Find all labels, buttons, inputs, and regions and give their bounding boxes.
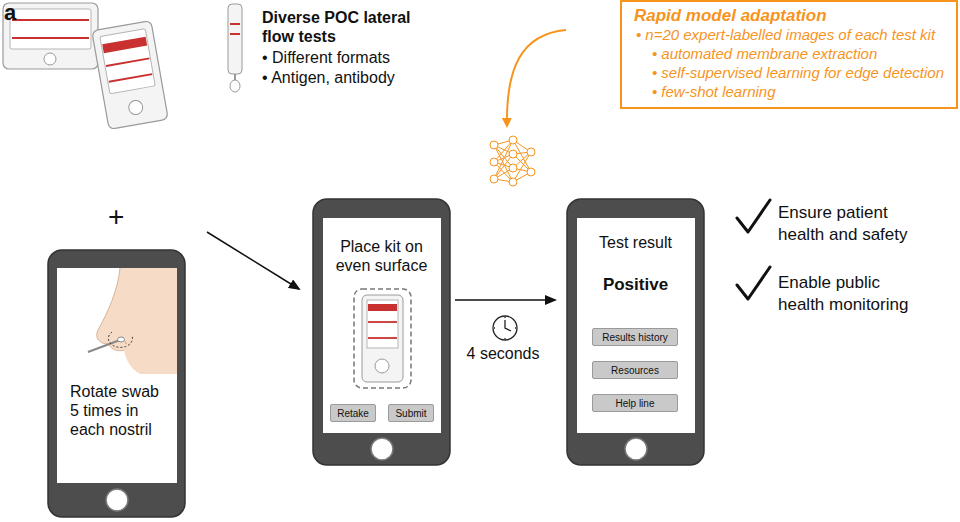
test-cassette-tilted — [92, 21, 168, 130]
bullet-text: • Different formats — [262, 48, 390, 67]
app-button: Retake — [330, 404, 376, 422]
adaptation-arrow — [507, 30, 566, 126]
benefit-text: Enable public health monitoring — [778, 272, 913, 316]
button-label: Submit — [395, 408, 426, 419]
app-button: Submit — [388, 404, 434, 422]
screen-text: Rotate swab 5 times in each nostril — [70, 382, 170, 440]
kit-in-frame — [354, 289, 411, 388]
app-button: Help line — [592, 394, 678, 412]
phone-body — [48, 199, 704, 517]
bullet-text: • Antigen, antibody — [262, 68, 395, 87]
bullet-text: • self-supervised learning for edge dete… — [652, 64, 944, 83]
plus-sign: + — [108, 200, 124, 234]
flow-arrow — [207, 232, 299, 289]
nose-swab-illustration — [88, 268, 177, 374]
button-label: Resources — [611, 365, 659, 376]
heading-text: Diverse POC lateral flow tests — [262, 8, 432, 46]
time-label: 4 seconds — [465, 344, 542, 363]
neural-network-icon — [490, 136, 535, 186]
app-button: Resources — [592, 361, 678, 379]
clock-icon — [493, 316, 517, 340]
button-label: Results history — [602, 332, 668, 343]
adaptation-box: Rapid model adaptation• n=20 expert-labe… — [620, 0, 958, 109]
screen-text: Test result — [577, 233, 694, 252]
button-label: Help line — [616, 398, 655, 409]
box-title: Rapid model adaptation — [634, 5, 944, 26]
button-label: Retake — [337, 408, 369, 419]
benefit-text: Ensure patient health and safety — [778, 202, 913, 246]
bullet-text: • n=20 expert-labelled images of each te… — [636, 26, 944, 45]
phone-screen: Test resultPositiveResults historyResour… — [567, 199, 704, 465]
test-cassette — [3, 3, 98, 69]
flow-arrow — [455, 299, 555, 301]
panel-letter: a — [4, 0, 16, 26]
bullet-text: • few-shot learning — [652, 83, 944, 102]
phone-screen: Place kit on even surfaceRetake Submit — [313, 199, 450, 465]
phone-screen: Rotate swab 5 times in each nostril — [48, 250, 185, 517]
result-text: Positive — [577, 275, 694, 295]
screen-text: Place kit on even surface — [323, 237, 440, 275]
test-stick — [228, 4, 242, 92]
bullet-text: • automated membrane extraction — [652, 45, 944, 64]
app-button: Results history — [592, 328, 678, 346]
checkmark — [737, 200, 770, 299]
